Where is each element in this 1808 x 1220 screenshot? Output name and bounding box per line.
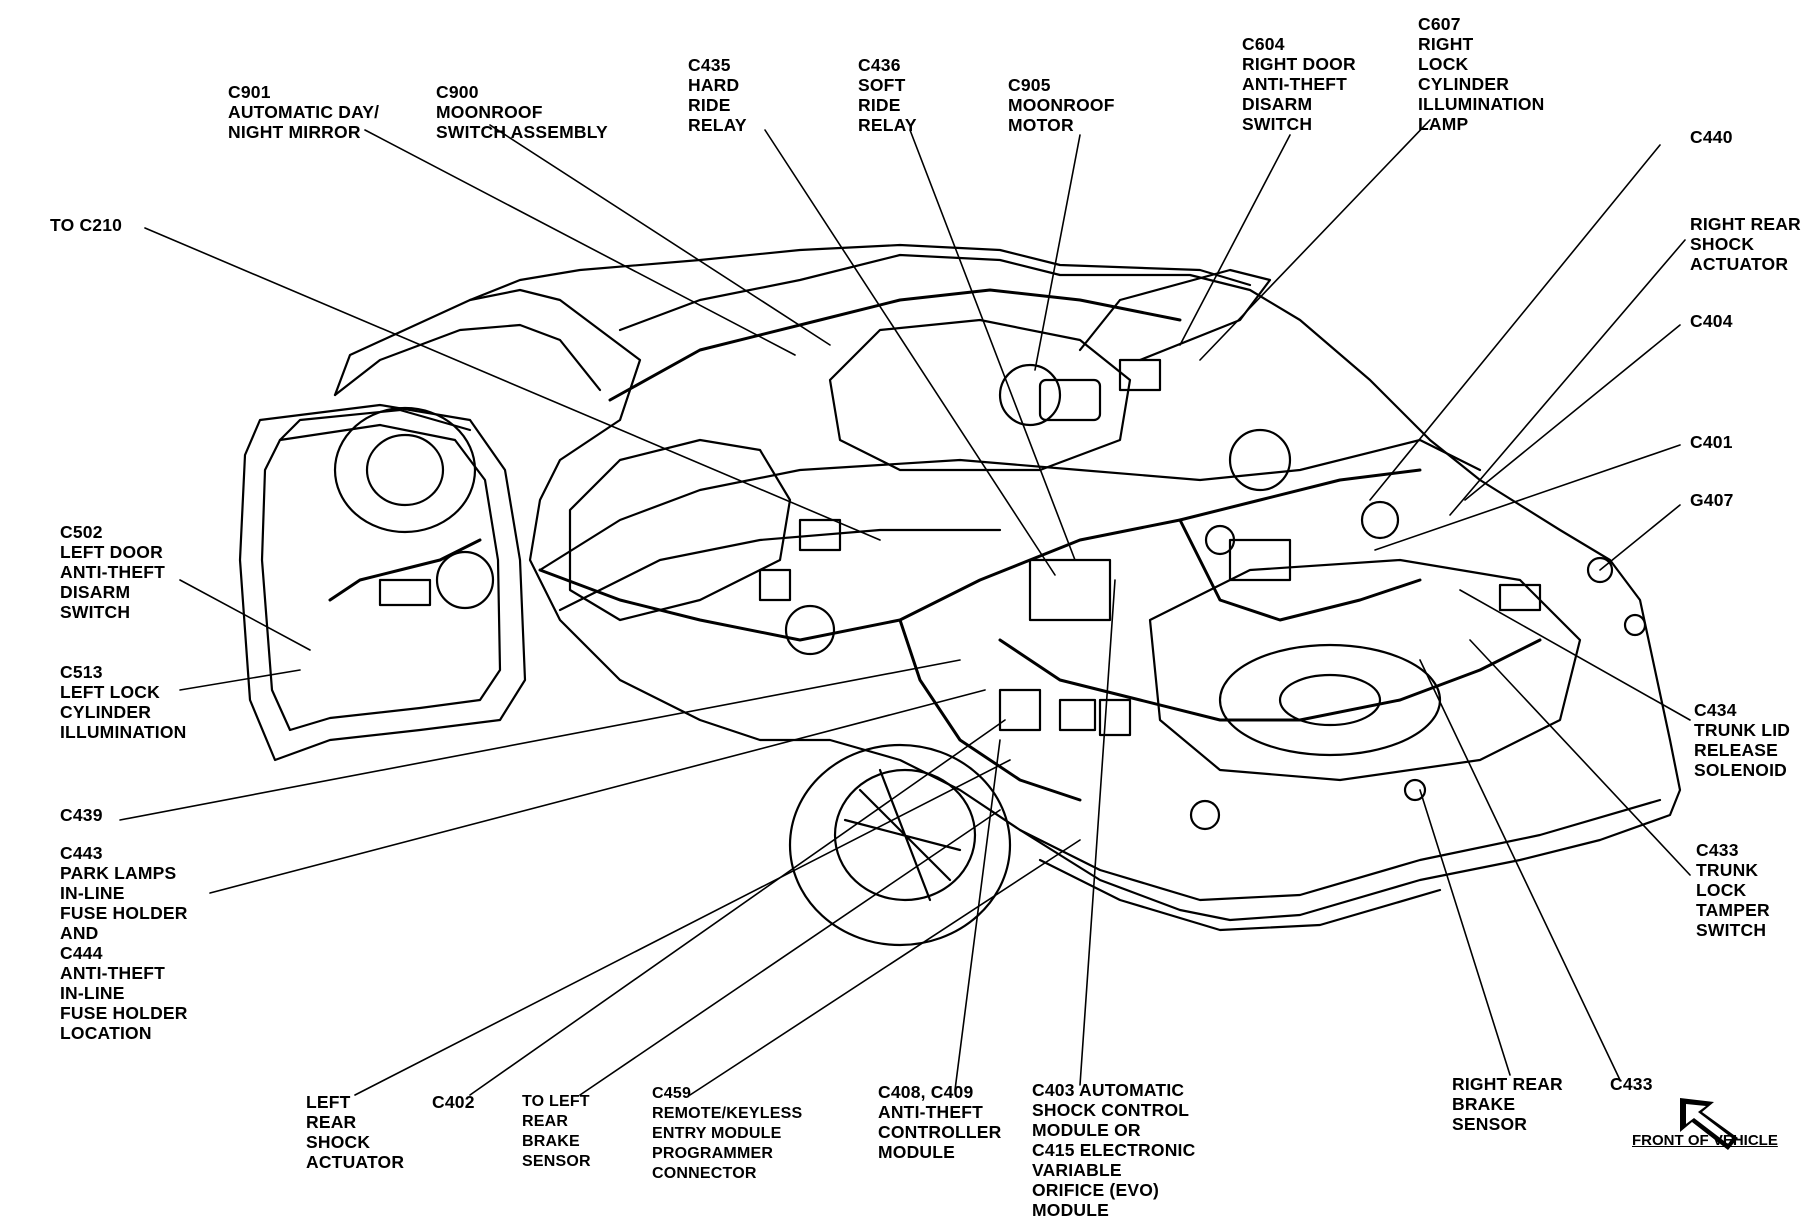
roof-outline (468, 243, 1252, 302)
left-door-inner (260, 423, 502, 732)
leader-c502 (179, 579, 311, 651)
label-c604: C604 RIGHT DOOR ANTI-THEFT DISARM SWITCH (1242, 34, 1356, 134)
leader-c440 (1369, 144, 1661, 501)
trunk-lid (1078, 268, 1272, 362)
label-right-rear-shock-actuator: RIGHT REAR SHOCK ACTUATOR (1690, 214, 1801, 274)
label-c433-bottom: C433 (1610, 1074, 1653, 1094)
leader-left-rear-brake (579, 809, 1001, 1096)
rear-wheel-left (788, 743, 1012, 947)
spare-tire (1218, 643, 1442, 757)
front-wheel-left (333, 406, 477, 534)
label-c403-c415: C403 AUTOMATIC SHOCK CONTROL MODULE OR C… (1032, 1080, 1196, 1220)
label-c434: C434 TRUNK LID RELEASE SOLENOID (1694, 700, 1791, 780)
label-c401: C401 (1690, 432, 1733, 452)
label-c433-tamper-switch: C433 TRUNK LOCK TAMPER SWITCH (1696, 840, 1770, 940)
leader-c607 (1199, 119, 1431, 361)
leader-c404 (1464, 324, 1681, 501)
wiring-harness-floor (538, 468, 1422, 642)
label-c901: C901 AUTOMATIC DAY/ NIGHT MIRROR (228, 82, 380, 142)
rear-bumper (1018, 798, 1662, 902)
label-c408-c409: C408, C409 ANTI-THEFT CONTROLLER MODULE (878, 1082, 1002, 1162)
leader-c901 (364, 129, 796, 356)
leader-c433-bottom (1419, 659, 1621, 1081)
label-right-rear-brake-sensor: RIGHT REAR BRAKE SENSOR (1452, 1074, 1563, 1134)
leader-c402 (469, 719, 1006, 1096)
rear-seat (828, 318, 1132, 472)
leader-c408 (954, 739, 1001, 1091)
label-to-left-rear-brake-sensor: TO LEFT REAR BRAKE SENSOR (522, 1093, 591, 1170)
label-c439: C439 (60, 805, 103, 825)
label-c513: C513 LEFT LOCK CYLINDER ILLUMINATION (60, 662, 187, 742)
front-seat (568, 438, 792, 622)
leader-c443 (209, 689, 986, 894)
label-c607: C607 RIGHT LOCK CYLINDER ILLUMINATION LA… (1418, 14, 1545, 134)
label-c440: C440 (1690, 127, 1733, 147)
leader-right-rear-brake (1419, 789, 1511, 1076)
label-c905: C905 MOONROOF MOTOR (1008, 75, 1115, 135)
leader-c459 (689, 839, 1081, 1096)
label-left-rear-shock-actuator: LEFT REAR SHOCK ACTUATOR (306, 1092, 405, 1172)
leader-c604 (1179, 134, 1291, 346)
door-window-frame (278, 408, 472, 442)
label-c404: C404 (1690, 311, 1733, 331)
leader-c900 (489, 124, 831, 346)
leader-to-c210 (144, 227, 881, 541)
leader-right-rear-shock (1449, 239, 1686, 516)
leader-c439 (119, 659, 961, 821)
leader-c435 (764, 129, 1056, 576)
wiring-harness-trunk (998, 638, 1542, 722)
label-c443-c444: C443 PARK LAMPS IN-LINE FUSE HOLDER AND … (60, 843, 188, 1043)
label-to-c210: TO C210 (50, 215, 123, 235)
label-c900: C900 MOONROOF SWITCH ASSEMBLY (436, 82, 608, 142)
interior-floor (538, 438, 1482, 572)
leader-c434 (1459, 589, 1691, 721)
label-g407: G407 (1690, 490, 1734, 510)
label-c435: C435 HARD RIDE RELAY (688, 55, 747, 135)
leader-c513 (179, 669, 301, 691)
leader-c401 (1374, 444, 1681, 551)
leader-c436 (909, 129, 1076, 561)
label-c502: C502 LEFT DOOR ANTI-THEFT DISARM SWITCH (60, 522, 166, 622)
leader-c433-tamper (1469, 639, 1691, 876)
leader-c403 (1079, 579, 1116, 1086)
hood-outline (333, 323, 602, 397)
wiring-harness-roof (608, 288, 1182, 402)
leader-left-rear-shock (354, 759, 1011, 1096)
leader-g407 (1599, 504, 1681, 571)
front-of-vehicle-label: FRONT OF VEHICLE (1632, 1132, 1778, 1149)
label-c402: C402 (432, 1092, 475, 1112)
label-c436: C436 SOFT RIDE RELAY (858, 55, 917, 135)
trunk-area (1148, 558, 1582, 782)
leader-c905 (1034, 134, 1081, 371)
arrow-pointing-front-icon (1680, 1098, 1738, 1150)
left-door-outline (238, 403, 527, 762)
label-c459: C459 REMOTE/KEYLESS ENTRY MODULE PROGRAM… (652, 1085, 803, 1182)
